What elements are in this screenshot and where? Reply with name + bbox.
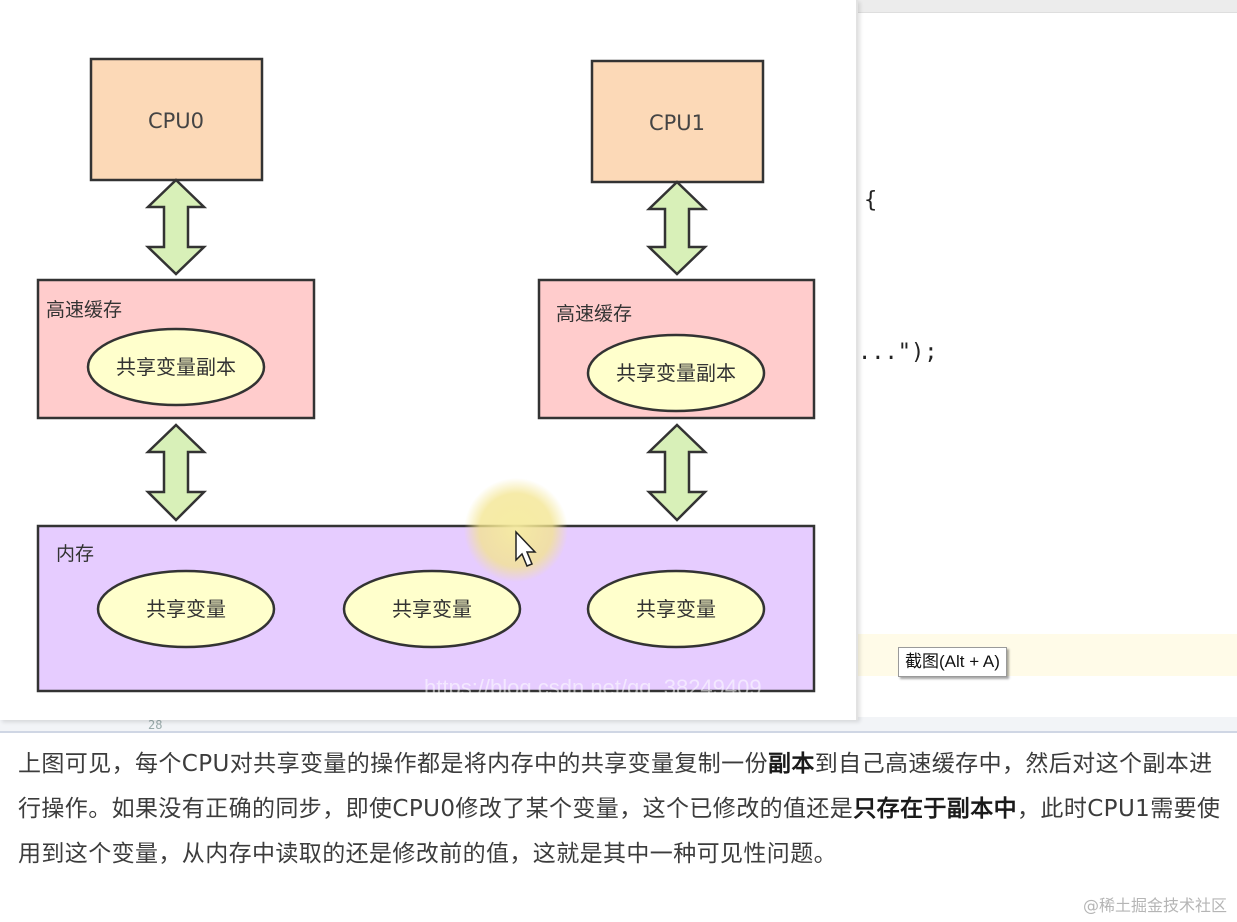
cache-left-copy-label: 共享变量副本	[116, 355, 236, 379]
memory-var-ellipse-3	[586, 569, 766, 649]
article-paragraph: 上图可见，每个CPU对共享变量的操作都是将内存中的共享变量复制一份副本到自己高速…	[18, 742, 1223, 877]
paragraph-text-3: ，此时CPU1需要使用到这个变量，从内存中读取的还是修改前的值，这就是其中一种可…	[18, 796, 1221, 867]
cache-left-copy-ellipse	[86, 327, 266, 407]
cache-left-label: 高速缓存	[46, 299, 122, 321]
mouse-pointer-icon	[515, 530, 537, 567]
code-line-fragment: ...");	[858, 340, 938, 365]
csdn-watermark: https://blog.csdn.net/qq_38249409	[424, 675, 762, 700]
paragraph-text-1: 上图可见，每个CPU对共享变量的操作都是将内存中的共享变量复制一份	[18, 751, 768, 777]
diagram-svg: CPU0 CPU1 高速缓存 共享变量副本 高速缓存 共享变量副本 内存 共享变…	[36, 57, 816, 700]
arrow-cache1-memory	[645, 423, 709, 522]
code-brace: {	[864, 188, 878, 213]
memory-var-label-1: 共享变量	[146, 597, 226, 621]
paragraph-bold-copy: 副本	[767, 751, 815, 777]
cpu1-label: CPU1	[649, 111, 705, 135]
paragraph-text-2: 到自己高速缓存中，然后对这个副本进行操作。如果没有正确的同步，即使CPU0修改了…	[18, 751, 1213, 822]
memory-model-diagram: CPU0 CPU1 高速缓存 共享变量副本 高速缓存 共享变量副本 内存 共享变…	[36, 0, 858, 720]
cache-right-copy-label: 共享变量副本	[616, 361, 736, 385]
memory-var-label-2: 共享变量	[392, 597, 472, 621]
cursor-highlight	[464, 478, 568, 582]
arrow-cpu1-cache	[645, 180, 709, 276]
cache-right-label: 高速缓存	[556, 303, 632, 325]
memory-var-ellipse-1	[96, 569, 276, 649]
cpu0-label: CPU0	[148, 109, 204, 133]
juejin-site-mark: @稀土掘金技术社区	[1082, 896, 1227, 915]
memory-var-label-3: 共享变量	[636, 597, 716, 621]
screenshot-tooltip: 截图(Alt + A)	[898, 647, 1007, 677]
editor-line-number: 28	[148, 718, 163, 732]
cpu0-box	[89, 57, 264, 182]
memory-label: 内存	[56, 543, 94, 565]
editor-bottom-strip	[0, 717, 1237, 733]
arrow-cache0-memory	[144, 423, 208, 522]
code-editor-background: { ...");	[858, 0, 1237, 728]
cache-right-copy-ellipse	[586, 333, 766, 413]
editor-top-bar	[858, 0, 1237, 13]
memory-var-ellipse-2	[342, 569, 522, 649]
paragraph-bold-only-in-copy: 只存在于副本中	[853, 796, 1018, 822]
arrow-cpu0-cache	[144, 178, 208, 276]
